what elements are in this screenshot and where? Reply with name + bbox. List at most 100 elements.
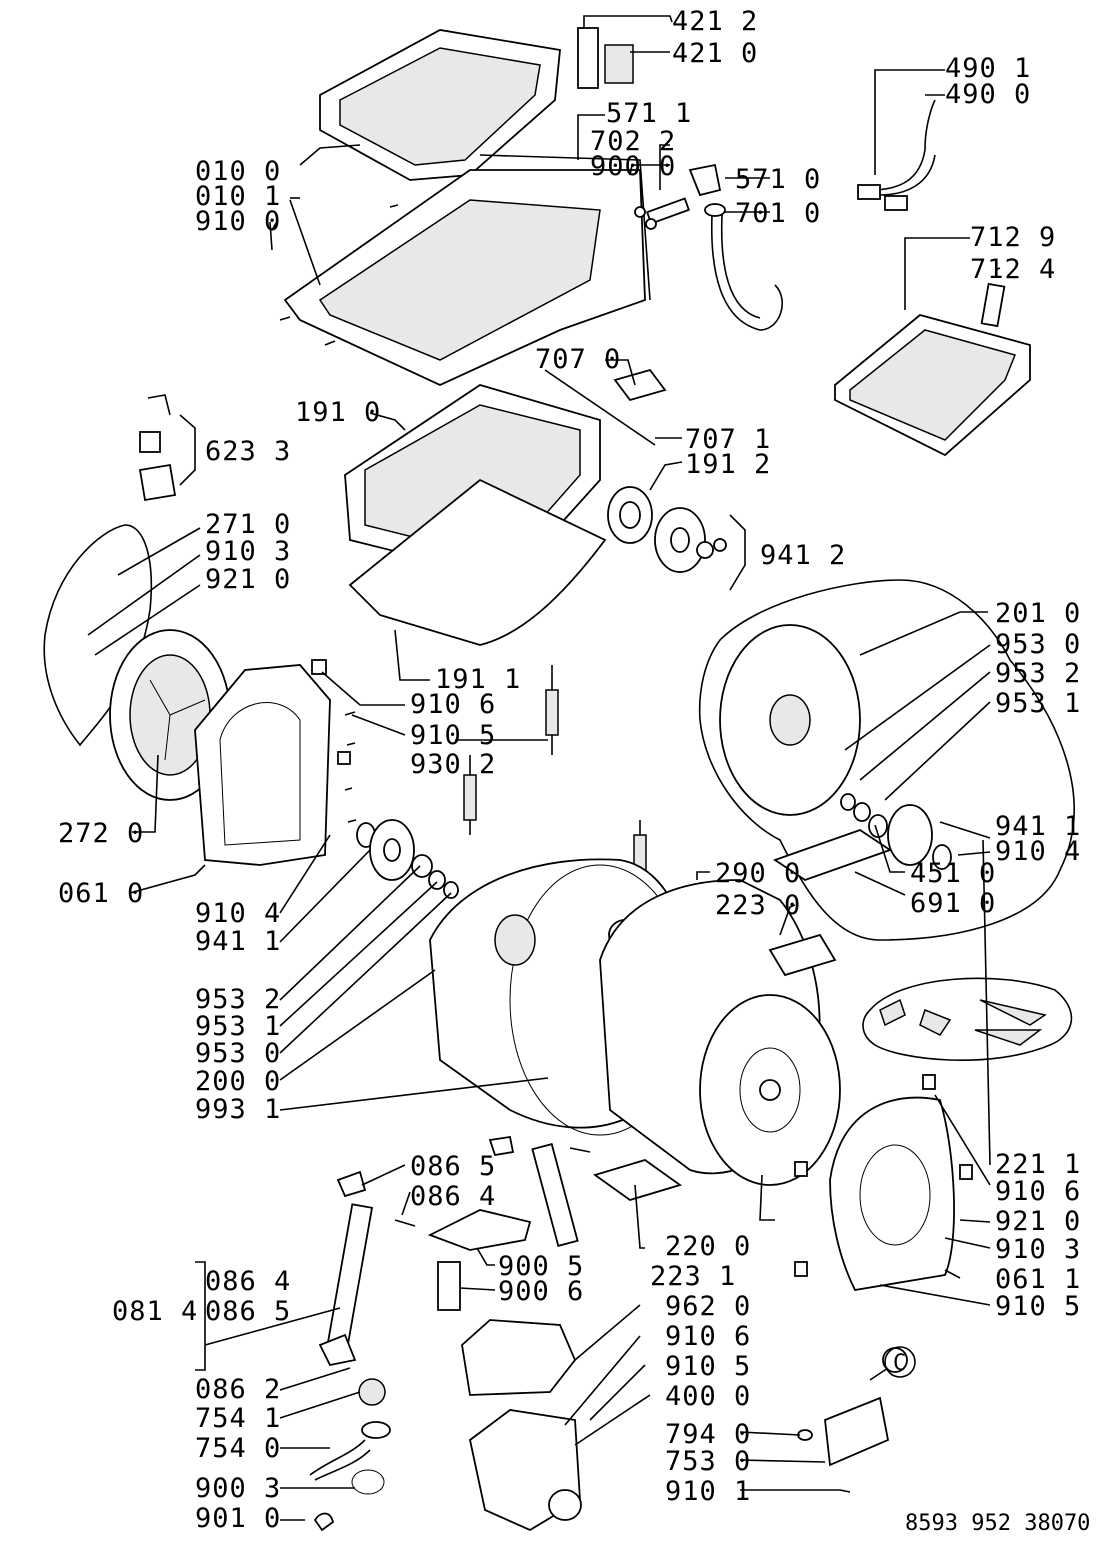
label-010-1: 010 1: [195, 181, 281, 212]
drum-part: [599, 879, 841, 1186]
label-086-4-top: 086 4: [410, 1181, 496, 1212]
label-490-0: 490 0: [945, 79, 1031, 110]
label-223-0: 223 0: [715, 890, 801, 921]
label-900-0: 900 0: [590, 151, 676, 182]
bearing-pulley-part: [607, 486, 727, 573]
label-201-0: 201 0: [995, 598, 1081, 629]
part-labels: 421 2 421 0 490 1 490 0 571 1 702 2 900 …: [58, 6, 1081, 1534]
label-910-0: 910 0: [195, 206, 281, 237]
cover-seal-part: [348, 478, 607, 646]
label-993-1: 993 1: [195, 1094, 281, 1125]
label-754-0: 754 0: [195, 1433, 281, 1464]
drain-filter-part: [427, 1209, 532, 1311]
label-191-1: 191 1: [435, 664, 521, 695]
label-910-6-right: 910 6: [995, 1176, 1081, 1207]
label-910-6: 910 6: [410, 689, 496, 720]
inlet-valve-part: [688, 163, 784, 331]
label-941-2: 941 2: [760, 540, 846, 571]
label-691-0: 691 0: [910, 888, 996, 919]
label-290-0: 290 0: [715, 858, 801, 889]
right-side-bracket-part: [794, 1074, 973, 1291]
label-421-2: 421 2: [672, 6, 758, 37]
label-712-9: 712 9: [970, 222, 1056, 253]
label-712-4: 712 4: [970, 254, 1056, 285]
label-191-0: 191 0: [295, 397, 381, 428]
label-921-0-right: 921 0: [995, 1206, 1081, 1237]
small-parts-inset: [862, 977, 1073, 1062]
label-421-0: 421 0: [672, 38, 758, 69]
label-272-0: 272 0: [58, 818, 144, 849]
label-941-1-right: 941 1: [995, 811, 1081, 842]
label-081-4: 081 4: [112, 1296, 198, 1327]
label-451-0: 451 0: [910, 858, 996, 889]
drum-lifter-top: [768, 933, 837, 977]
label-910-4-left: 910 4: [195, 898, 281, 929]
detergent-dispenser-part: [834, 282, 1031, 457]
label-086-4-mid: 086 4: [205, 1266, 291, 1297]
label-930-2: 930 2: [410, 749, 496, 780]
hinge-part: [613, 368, 667, 402]
circle-c-letter: C: [893, 1351, 906, 1376]
drive-belt-part: [43, 524, 153, 747]
label-223-1: 223 1: [650, 1261, 736, 1292]
label-921-0: 921 0: [205, 564, 291, 595]
label-571-1: 571 1: [606, 98, 692, 129]
label-941-1-left: 941 1: [195, 926, 281, 957]
label-910-5-right: 910 5: [995, 1291, 1081, 1322]
label-623-3: 623 3: [205, 436, 291, 467]
label-901-0: 901 0: [195, 1503, 281, 1534]
label-753-0: 753 0: [665, 1446, 751, 1477]
label-953-0: 953 0: [995, 629, 1081, 660]
left-bearing-rings: [356, 819, 459, 899]
label-701-0: 701 0: [735, 198, 821, 229]
screw-group-worktop: [269, 204, 399, 346]
label-910-5: 910 5: [410, 720, 496, 751]
label-953-2-left: 953 2: [195, 984, 281, 1015]
circle-c-marker: C: [884, 1346, 916, 1378]
label-490-1: 490 1: [945, 53, 1031, 84]
drawing-reference-number: 8593 952 38070: [905, 1511, 1090, 1536]
label-910-6-lower: 910 6: [665, 1321, 751, 1352]
label-794-0: 794 0: [665, 1419, 751, 1450]
label-086-5-top: 086 5: [410, 1151, 496, 1182]
drain-pump-part: [468, 1409, 582, 1532]
label-953-1: 953 1: [995, 688, 1081, 719]
shock-absorber-right: [394, 1135, 591, 1247]
label-953-0-left: 953 0: [195, 1038, 281, 1069]
pressure-switch-group: [138, 394, 177, 502]
power-cable-part: [857, 99, 936, 211]
motor-control-part: [797, 1347, 908, 1493]
label-271-0: 271 0: [205, 509, 291, 540]
label-962-0: 962 0: [665, 1291, 751, 1322]
label-900-3: 900 3: [195, 1473, 281, 1504]
door-interlock-part: [577, 27, 634, 89]
label-702-2: 702 2: [590, 126, 676, 157]
label-400-0: 400 0: [665, 1381, 751, 1412]
label-061-0: 061 0: [58, 878, 144, 909]
label-061-1: 061 1: [995, 1264, 1081, 1295]
label-221-1: 221 1: [995, 1149, 1081, 1180]
label-571-0: 571 0: [735, 164, 821, 195]
label-200-0: 200 0: [195, 1066, 281, 1097]
label-086-2: 086 2: [195, 1374, 281, 1405]
label-707-1: 707 1: [685, 424, 771, 455]
label-707-0: 707 0: [535, 344, 621, 375]
label-953-1-left: 953 1: [195, 1011, 281, 1042]
label-010-0: 010 0: [195, 156, 281, 187]
leader-lines: [87, 15, 1001, 1521]
sump-hose-parts: [309, 1378, 391, 1532]
label-220-0: 220 0: [665, 1231, 751, 1262]
label-900-5: 900 5: [498, 1251, 584, 1282]
label-910-3: 910 3: [205, 536, 291, 567]
hinge-rod-part: [544, 369, 656, 446]
top-lid-part: [319, 29, 561, 181]
label-910-1: 910 1: [665, 1476, 751, 1507]
label-191-2: 191 2: [685, 449, 771, 480]
label-754-1: 754 1: [195, 1403, 281, 1434]
left-side-bracket-part: [194, 664, 331, 866]
drum-lifter-bottom: [592, 1159, 683, 1201]
rear-tub-inset: [698, 579, 1075, 941]
label-953-2: 953 2: [995, 658, 1081, 689]
label-910-4-right: 910 4: [995, 836, 1081, 867]
screw-group-left: [311, 659, 357, 823]
